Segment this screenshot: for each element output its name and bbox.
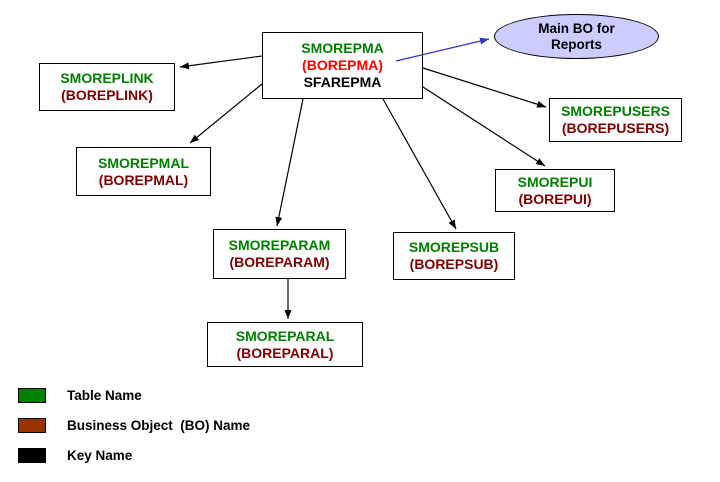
legend-item-bo-name: Business Object (BO) Name — [18, 418, 250, 433]
main-bo-ellipse: Main BO for Reports — [494, 14, 659, 59]
table-name-label: SMOREPARAM — [228, 237, 331, 253]
bo-name-label: (BOREPMA) — [302, 57, 383, 73]
node-smorepsub: SMOREPSUB (BOREPSUB) — [393, 232, 515, 280]
arrow-to-smorepusers — [422, 67, 547, 108]
table-name-label: SMOREPUSERS — [561, 103, 670, 119]
bo-name-label: (BOREPUI) — [518, 190, 592, 207]
ellipse-label-line2: Reports — [550, 36, 602, 52]
legend-label: Table Name — [67, 388, 142, 403]
legend: Table Name Business Object (BO) Name Key… — [18, 388, 250, 478]
key-name-color-swatch — [18, 448, 46, 463]
bo-name-label: (BOREPSUB) — [409, 256, 499, 272]
table-name-color-swatch — [18, 388, 46, 403]
arrow-to-smorepsub — [382, 98, 457, 230]
table-name-label: SMOREPARAL — [235, 327, 335, 344]
legend-item-table-name: Table Name — [18, 388, 250, 403]
arrow-to-smorepmal — [189, 83, 263, 144]
node-smoreplink: SMOREPLINK (BOREPLINK) — [39, 63, 175, 111]
node-smorepmal: SMOREPMAL (BOREPMAL) — [76, 147, 211, 196]
node-smorepma: SMOREPMA (BOREPMA) SFAREPMA — [262, 32, 423, 99]
node-smoreparam: SMOREPARAM (BOREPARAM) — [213, 229, 346, 279]
table-name-label: SMOREPMA — [301, 40, 384, 56]
bo-name-label: (BOREPLINK) — [61, 87, 153, 103]
bo-name-label: (BOREPARAM) — [229, 254, 330, 270]
key-name-label: SFAREPMA — [303, 74, 382, 90]
ellipse-label-line1: Main BO for — [538, 20, 615, 36]
bo-name-color-swatch — [18, 418, 46, 433]
node-smoreparal: SMOREPARAL (BOREPARAL) — [207, 322, 363, 367]
legend-label: Business Object (BO) Name — [67, 418, 251, 433]
table-name-label: SMOREPMAL — [98, 154, 189, 171]
node-smorepui: SMOREPUI (BOREPUI) — [495, 169, 615, 212]
table-name-label: SMOREPUI — [517, 173, 593, 190]
arrow-to-smoreplink — [179, 55, 263, 70]
table-name-label: SMOREPLINK — [60, 70, 154, 86]
arrow-to-smorepui — [422, 86, 546, 167]
arrow-to-smoreparam — [275, 98, 304, 227]
node-smorepusers: SMOREPUSERS (BOREPUSERS) — [549, 98, 682, 142]
legend-label: Key Name — [67, 448, 133, 463]
table-name-label: SMOREPSUB — [408, 239, 500, 255]
bo-name-label: (BOREPMAL) — [98, 171, 189, 188]
bo-name-label: (BOREPUSERS) — [561, 120, 670, 136]
legend-item-key-name: Key Name — [18, 448, 250, 463]
bo-name-label: (BOREPARAL) — [236, 344, 334, 361]
